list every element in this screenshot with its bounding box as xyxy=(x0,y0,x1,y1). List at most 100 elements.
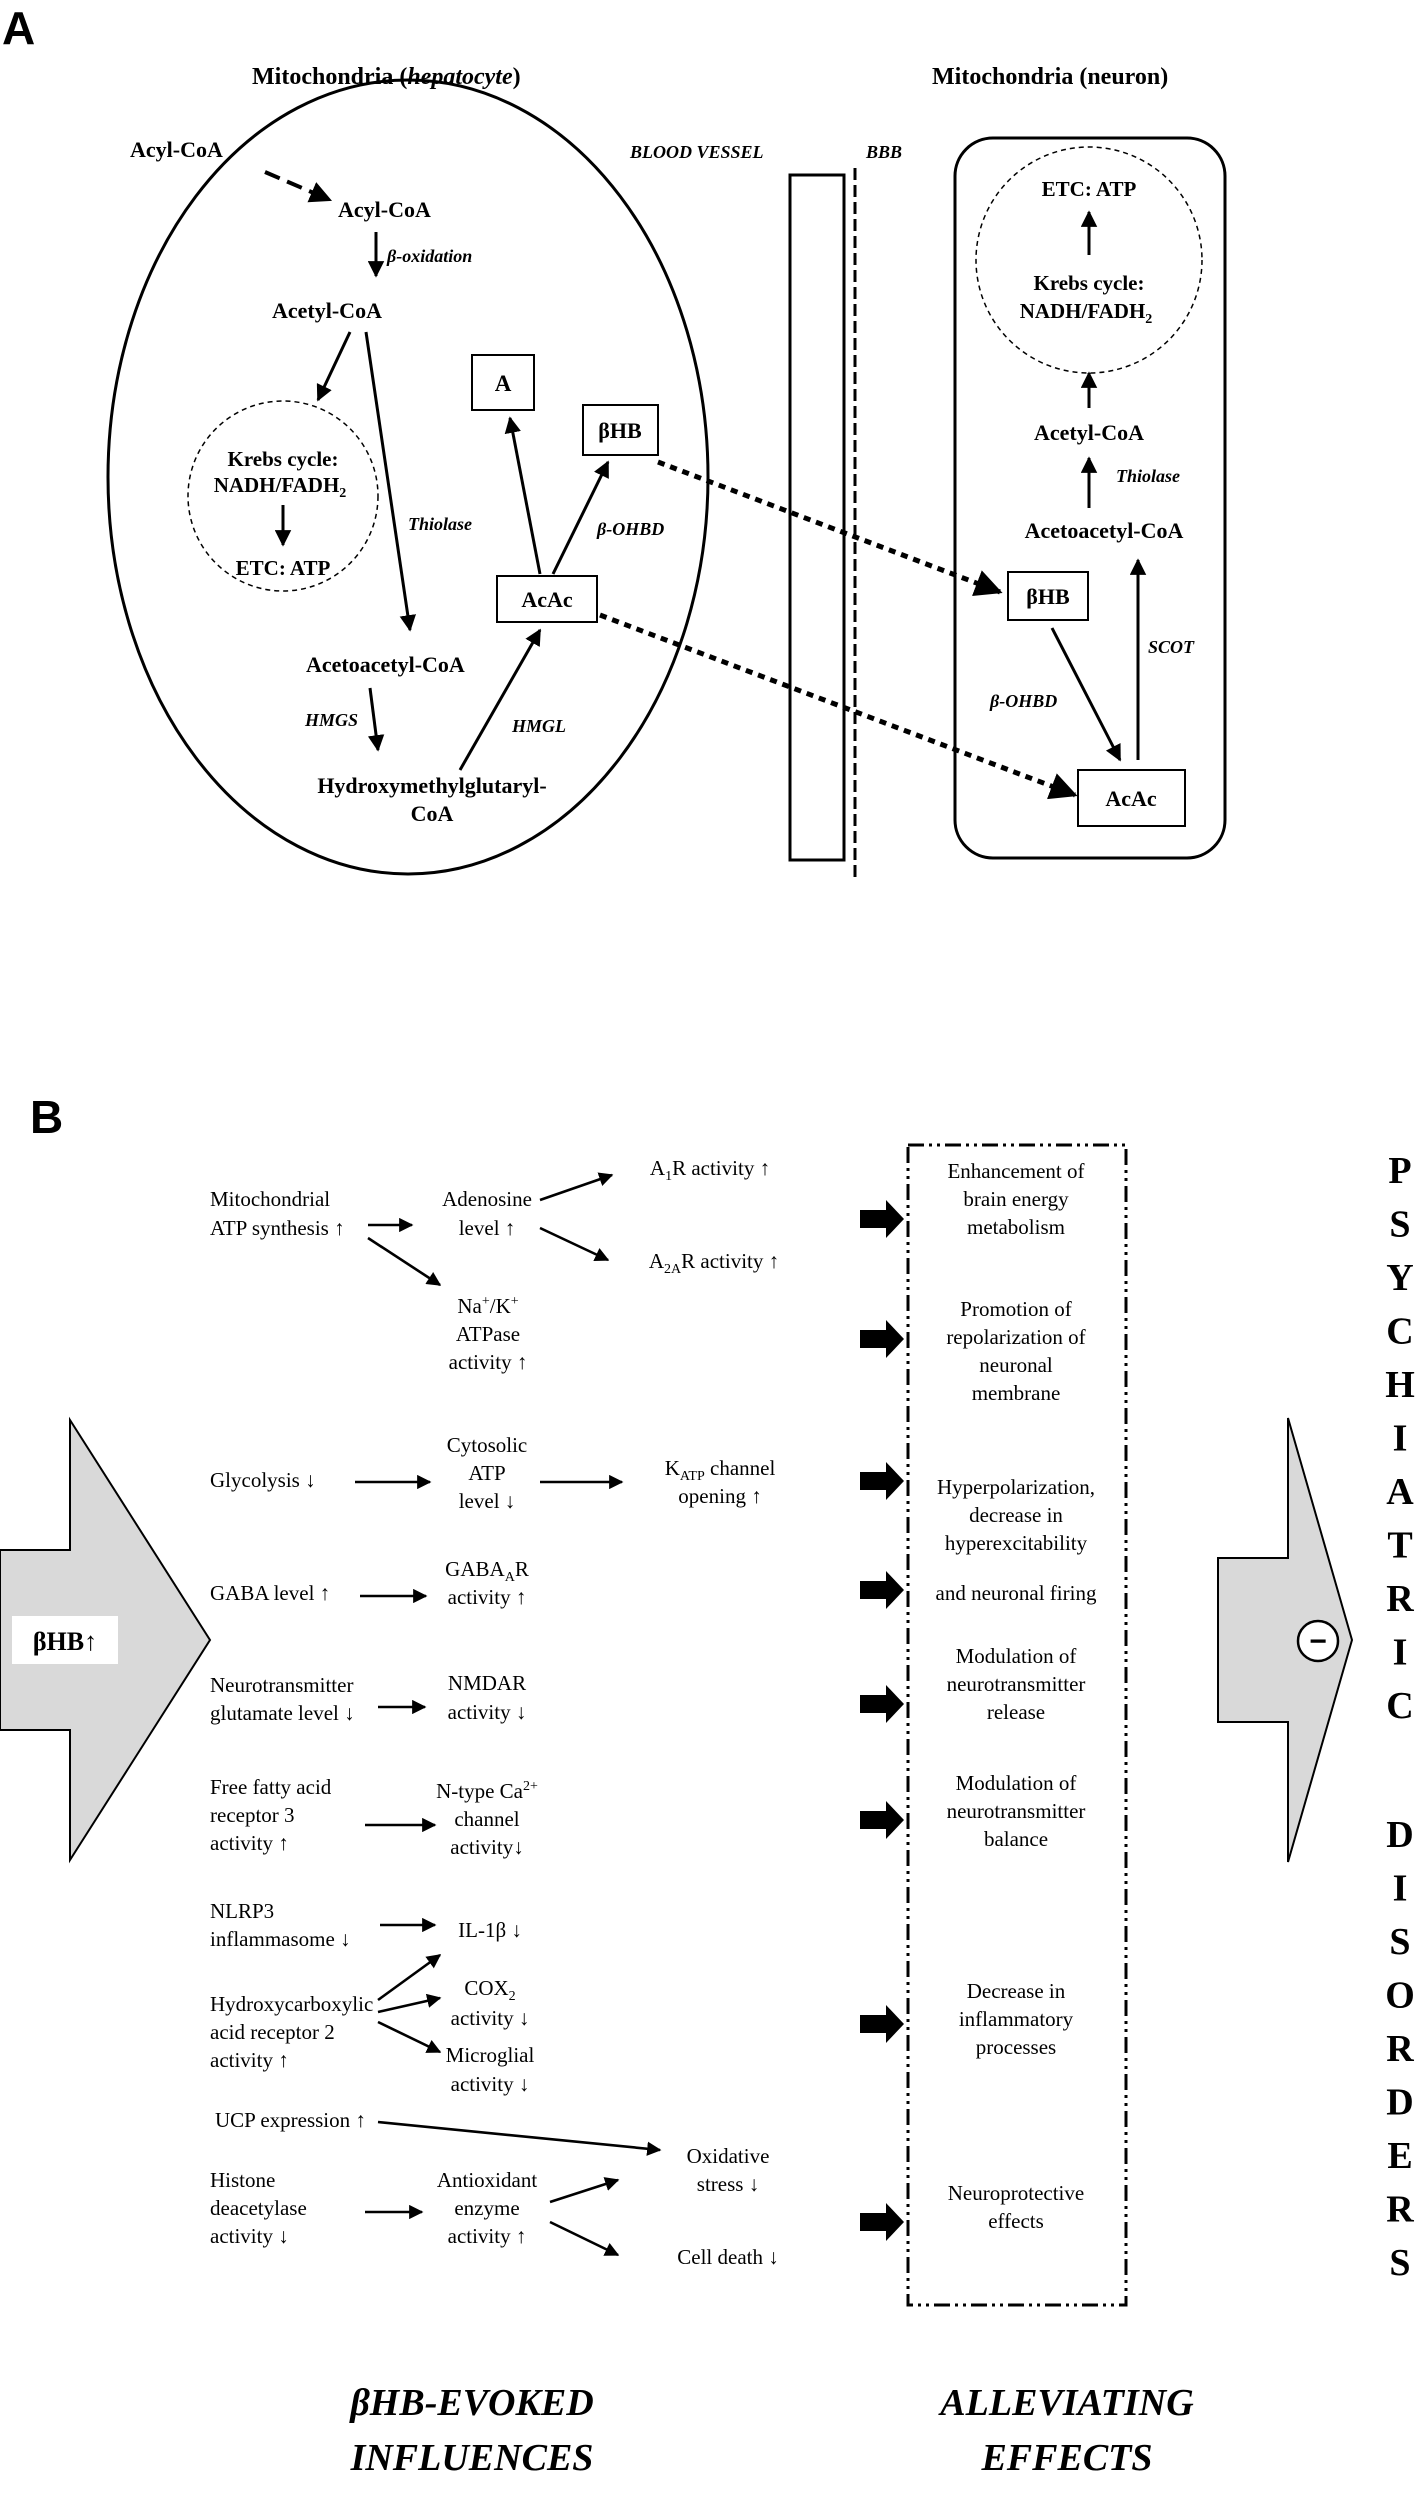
effect-4-2: neurotransmitter xyxy=(947,1672,1086,1696)
block-arrow xyxy=(860,1571,904,1609)
acac-to-a-arrow xyxy=(504,416,542,575)
oxidative-1: Oxidative xyxy=(687,2144,770,2168)
vertical-letter: A xyxy=(1386,1471,1414,1513)
hepatocyte-mitochondrion xyxy=(106,78,710,876)
block-arrow xyxy=(860,1320,904,1358)
cell-death: Cell death ↓ xyxy=(677,2245,778,2269)
neuron-acetyl-coa: Acetyl-CoA xyxy=(1034,420,1144,445)
effect-6-2: inflammatory xyxy=(959,2007,1074,2031)
effect-4-1: Modulation of xyxy=(956,1644,1077,1668)
gabaar-1: GABAAR xyxy=(445,1557,529,1585)
column-3: A1R activity ↑ A2AR activity ↑ KATP chan… xyxy=(649,1156,779,2269)
krebs-label-2: NADH/FADH2 xyxy=(214,473,347,501)
gabaar-2: activity ↑ xyxy=(448,1585,527,1609)
vertical-letter: Y xyxy=(1386,1257,1413,1299)
arrow-hcar-microglia xyxy=(377,2020,442,2054)
nt-glutamate-1: Neurotransmitter xyxy=(210,1673,353,1697)
effect-2-3: neuronal xyxy=(979,1353,1053,1377)
footer-titles: βHB-EVOKED INFLUENCES ALLEVIATING EFFECT… xyxy=(348,2382,1194,2479)
arrow-hcar-il1b xyxy=(377,1953,442,2002)
block-arrow xyxy=(860,1685,904,1723)
ntype-3: activity↓ xyxy=(450,1835,523,1859)
a2ar-activity: A2AR activity ↑ xyxy=(649,1249,779,1277)
effect-5-1: Modulation of xyxy=(956,1771,1077,1795)
minus-sign: − xyxy=(1309,1625,1327,1658)
block-arrow xyxy=(860,1200,904,1238)
ffa-2: receptor 3 xyxy=(210,1803,295,1827)
footer-left-2: INFLUENCES xyxy=(350,2437,594,2479)
acac-neuron: AcAc xyxy=(1105,786,1157,811)
na-k-3: activity ↑ xyxy=(449,1350,528,1374)
effect-1-2: brain energy xyxy=(963,1187,1069,1211)
arrow-antiox-celldeath xyxy=(549,2220,620,2257)
cytosolic-3: level ↓ xyxy=(459,1489,516,1513)
microglia-1: Microglial xyxy=(446,2043,535,2067)
katp-2: opening ↑ xyxy=(678,1484,761,1508)
ntype-2: channel xyxy=(454,1807,519,1831)
bhb-input-label: βHB↑ xyxy=(33,1627,97,1656)
mito-atp-1: Mitochondrial xyxy=(210,1187,330,1211)
acac-box-liver xyxy=(496,575,598,623)
vertical-letter: D xyxy=(1386,2082,1413,2124)
minus-circle-icon xyxy=(1296,1619,1340,1663)
effect-5-3: balance xyxy=(984,1827,1048,1851)
a-box-label: A xyxy=(495,371,512,396)
antioxidant-2: enzyme xyxy=(454,2196,519,2220)
hmgs-label: HMGS xyxy=(304,710,358,730)
thiolase-arrow xyxy=(364,331,416,632)
vertical-letter: C xyxy=(1386,1685,1413,1727)
adenosine-1: Adenosine xyxy=(442,1187,532,1211)
vertical-letter: I xyxy=(1393,1418,1408,1460)
effect-3-4: and neuronal firing xyxy=(936,1581,1097,1605)
footer-right-1: ALLEVIATING xyxy=(938,2382,1194,2424)
beta-ohbd-neuron: β-OHBD xyxy=(989,691,1057,711)
neuron-ohbd-arrow xyxy=(1050,627,1122,762)
bhb-neuron: βHB xyxy=(1026,584,1070,609)
oxidative-2: stress ↓ xyxy=(697,2172,759,2196)
neuron-krebs-circle xyxy=(975,146,1203,374)
scot-label: SCOT xyxy=(1148,637,1195,657)
arrow-adenosine-a2ar xyxy=(539,1226,610,1262)
hmgl-arrow xyxy=(458,628,542,771)
vertical-letter: S xyxy=(1389,1204,1410,1246)
effect-1-1: Enhancement of xyxy=(947,1159,1084,1183)
footer-right-2: EFFECTS xyxy=(980,2437,1152,2479)
vertical-letter: R xyxy=(1386,2028,1414,2070)
vertical-letter: S xyxy=(1389,2242,1410,2284)
arrow-antiox-oxid xyxy=(549,2177,620,2204)
acetyl-to-krebs-arrow xyxy=(316,331,352,402)
antioxidant-1: Antioxidant xyxy=(437,2168,537,2192)
microglia-2: activity ↓ xyxy=(451,2072,530,2096)
nlrp3-1: NLRP3 xyxy=(210,1899,274,1923)
panel-b-label: B xyxy=(30,1091,63,1143)
ffa-1: Free fatty acid xyxy=(210,1775,332,1799)
acac-to-bhb-arrow xyxy=(551,460,610,575)
effect-3-3: hyperexcitability xyxy=(945,1531,1088,1555)
gaba-level: GABA level ↑ xyxy=(210,1581,330,1605)
acyl-transport-arrow xyxy=(264,170,333,203)
bbb-label: BBB xyxy=(865,142,902,162)
hmgs-arrow xyxy=(367,687,385,752)
panel-a-label: A xyxy=(2,2,35,54)
acetyl-coa: Acetyl-CoA xyxy=(272,298,382,323)
hcar-1: Hydroxycarboxylic xyxy=(210,1992,373,2016)
effect-6-3: processes xyxy=(976,2035,1056,2059)
hdac-3: activity ↓ xyxy=(210,2224,289,2248)
effect-2-4: membrane xyxy=(972,1381,1061,1405)
vertical-letter: S xyxy=(1389,1921,1410,1963)
neuron-krebs-label-1: Krebs cycle: xyxy=(1034,271,1145,295)
glycolysis: Glycolysis ↓ xyxy=(210,1468,316,1492)
block-arrow xyxy=(860,2005,904,2043)
neuron-thiolase-label: Thiolase xyxy=(1116,466,1180,486)
block-arrow xyxy=(860,1462,904,1500)
vertical-letter: I xyxy=(1393,1868,1408,1910)
neuron-mitochondrion xyxy=(953,136,1227,860)
thiolase-label: Thiolase xyxy=(408,514,472,534)
katp-1: KATP channel xyxy=(665,1456,776,1484)
effect-3-1: Hyperpolarization, xyxy=(937,1475,1095,1499)
effect-7-1: Neuroprotective xyxy=(948,2181,1084,2205)
block-arrow xyxy=(860,1801,904,1839)
output-chevron xyxy=(1217,1417,1354,1863)
nmdar-1: NMDAR xyxy=(448,1671,526,1695)
